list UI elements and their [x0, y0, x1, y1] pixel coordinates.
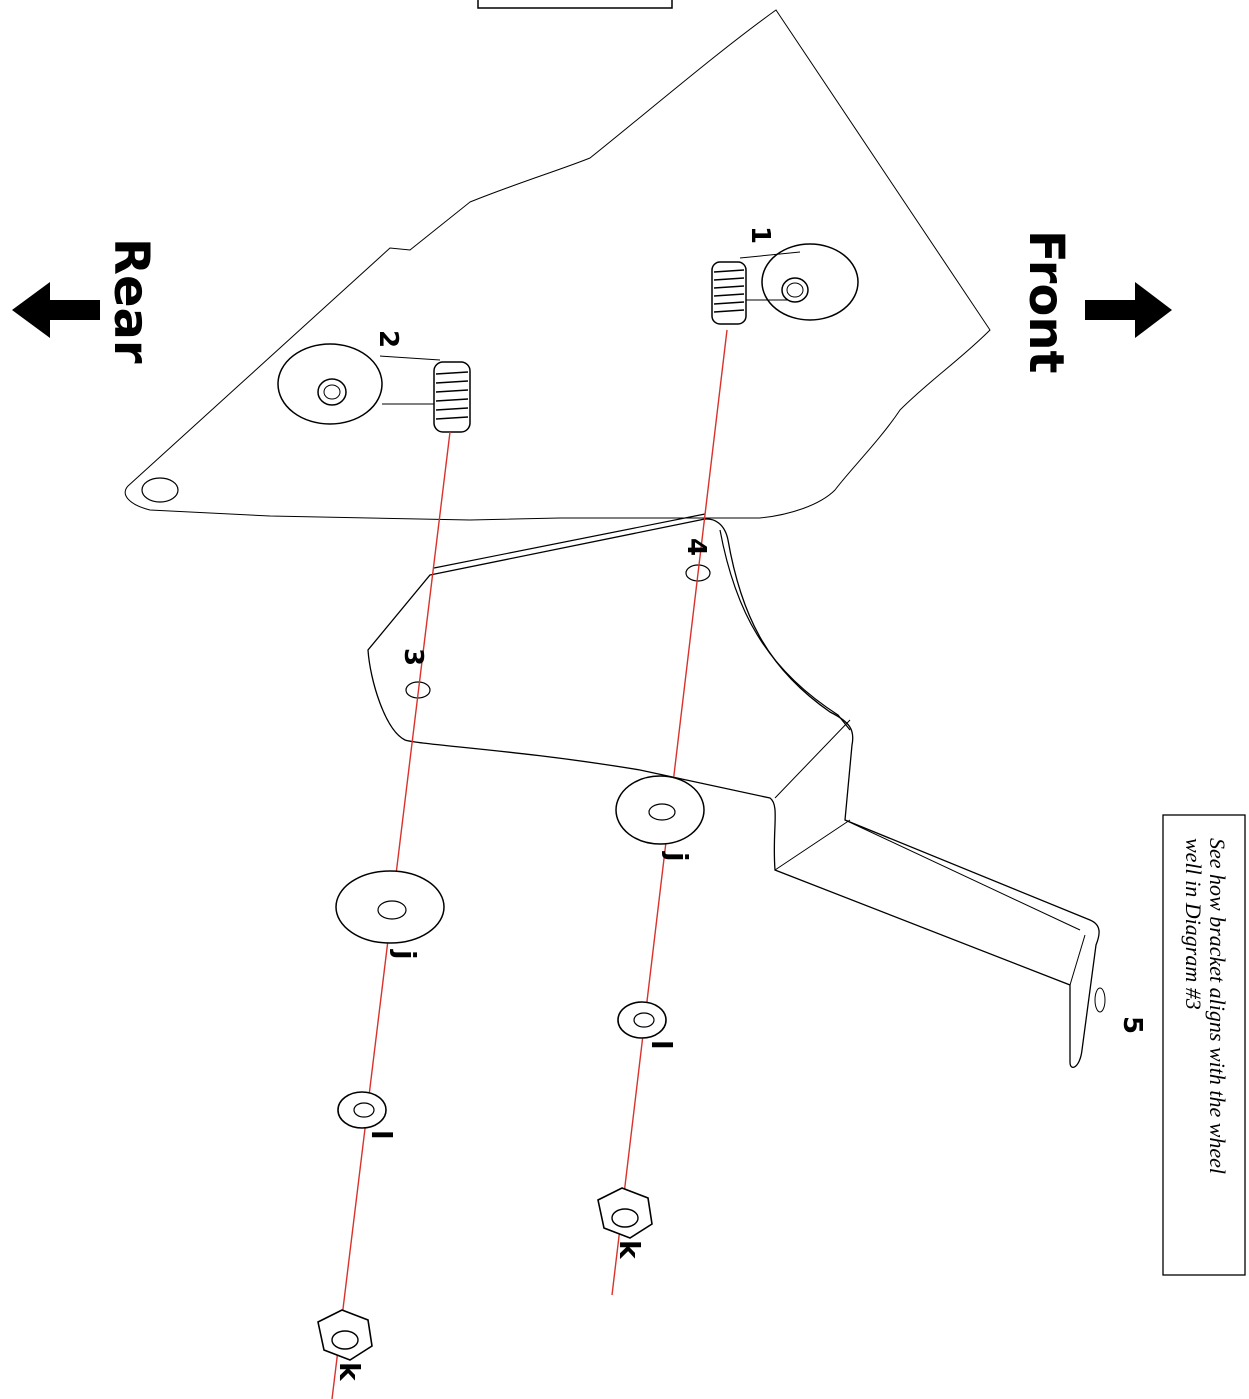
wheel-well-panel — [124, 9, 991, 521]
stud-rear — [277, 343, 471, 433]
callout-3: 3 — [398, 648, 428, 666]
rear-direction: Rear — [12, 238, 159, 364]
note-box: See how bracket aligns with the wheel we… — [1162, 814, 1246, 1276]
rear-label: Rear — [103, 238, 159, 364]
note-line-1: See how bracket aligns with the wheel — [1205, 838, 1230, 1174]
front-label: Front — [1018, 230, 1074, 373]
callout-j-front: j — [661, 851, 694, 862]
hardware-rear — [317, 870, 445, 1361]
callout-5: 5 — [1117, 1016, 1147, 1034]
front-direction: Front — [1018, 230, 1172, 373]
stud-front — [711, 243, 859, 325]
arrow-right-icon — [1085, 282, 1172, 338]
bracket-tab-hole — [1094, 987, 1106, 1013]
mounting-bracket — [367, 513, 1106, 1068]
callout-2: 2 — [373, 330, 403, 348]
hardware-front — [597, 775, 705, 1239]
callout-k-front: k — [613, 1240, 646, 1260]
note-line-2: well in Diagram #3 — [1181, 838, 1206, 1010]
callout-l-rear: l — [365, 1130, 398, 1140]
callout-1: 1 — [745, 226, 775, 244]
arrow-left-icon — [12, 282, 100, 338]
panel-hole — [141, 477, 179, 503]
callout-j-rear: j — [389, 949, 422, 960]
top-blank-box — [477, 0, 673, 9]
callout-4: 4 — [681, 538, 711, 556]
callout-k-rear: k — [333, 1362, 366, 1382]
callout-l-front: l — [645, 1040, 678, 1050]
